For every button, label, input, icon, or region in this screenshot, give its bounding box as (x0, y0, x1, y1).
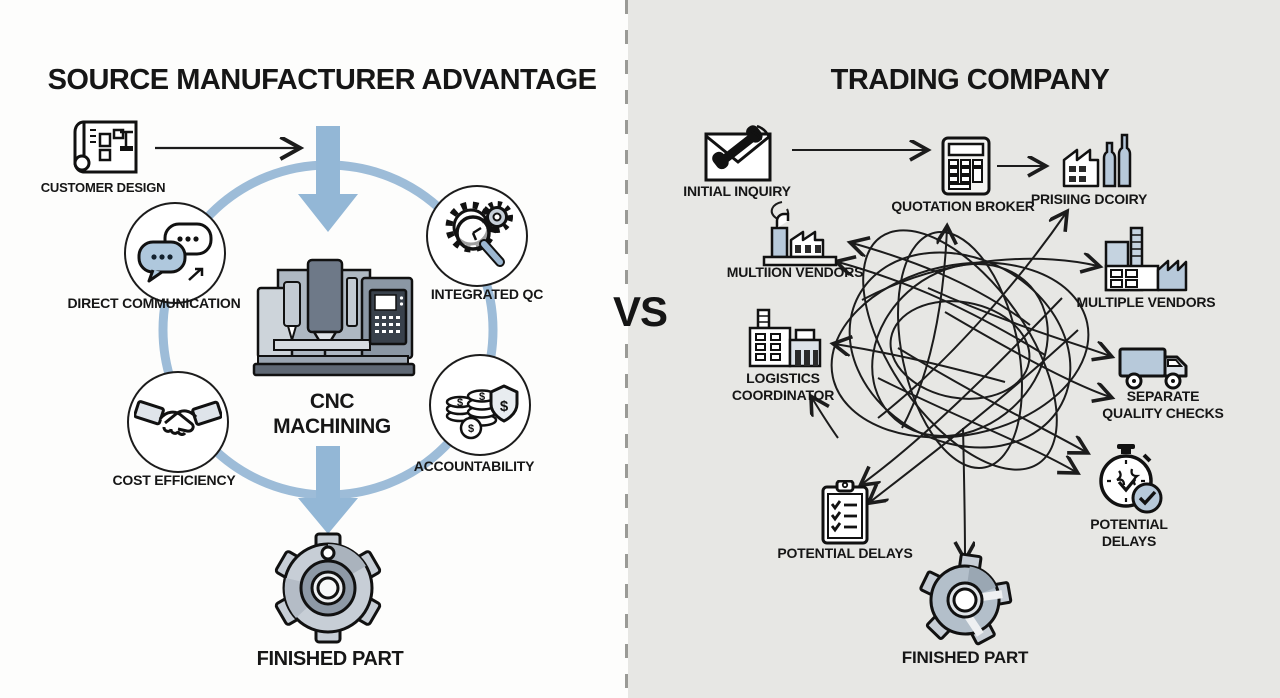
divider-dashed-bottom (625, 344, 628, 698)
quotation-broker-label: QUOTATION BROKER (891, 198, 1035, 214)
machined-part-icon (917, 552, 1013, 648)
factory-large-icon (1100, 224, 1188, 294)
cnc-machine-illustration (244, 252, 429, 382)
potential-delays-right-label: POTENTIAL DELAYS (1090, 516, 1168, 549)
finished-part-right-label: FINISHED PART (901, 648, 1029, 667)
cost-efficiency-label: COST EFFICIENCY (112, 472, 236, 488)
right-title: TRADING COMPANY (830, 64, 1110, 96)
logistics-coordinator-label: LOGISTICS COORDINATOR (731, 370, 835, 403)
svg-text:$: $ (457, 397, 463, 409)
customer-design-label: CUSTOMER DESIGN (40, 180, 166, 195)
separate-quality-checks-label: SEPARATE QUALITY CHECKS (1102, 388, 1224, 421)
factory-chimney-icon (760, 212, 840, 270)
accountability-node: $ $ $ $ (429, 354, 531, 456)
phone-envelope-icon (700, 122, 776, 184)
integrated-qc-label: INTEGRATED QC (430, 286, 544, 302)
left-title: SOURCE MANUFACTURER ADVANTAGE (47, 64, 597, 96)
svg-text:$: $ (500, 398, 509, 415)
chat-bubbles-icon (137, 222, 213, 283)
calculator-icon (940, 135, 992, 197)
handshake-icon (134, 400, 222, 436)
direct-communication-label: DIRECT COMMUNICATION (67, 295, 241, 311)
factory-bottles-icon (1058, 128, 1136, 190)
finished-part-left-label: FINISHED PART (256, 648, 404, 670)
potential-delays-left-label: POTENTIAL DELAYS (777, 545, 913, 561)
stopwatch-check-icon (1095, 443, 1169, 515)
divider-dashed-top (625, 0, 628, 286)
truck-icon (1117, 343, 1191, 391)
machined-gear-icon (268, 528, 388, 648)
svg-text:$: $ (468, 423, 474, 435)
output-down-arrow (298, 446, 358, 534)
gears-magnifier-icon (445, 201, 513, 267)
prisiing-dcoiry-label: PRISIING DCOIRY (1030, 191, 1148, 207)
cnc-machining-label: CNC MACHINING (273, 390, 391, 438)
clipboard-icon (818, 480, 872, 546)
integrated-qc-node (426, 185, 528, 287)
initial-inquiry-label: INITIAL INQUIRY (683, 183, 791, 199)
blueprint-icon (70, 116, 142, 178)
left-flow-graphics (155, 126, 498, 534)
accountability-label: ACCOUNTABILITY (413, 458, 535, 474)
cost-efficiency-node (127, 371, 229, 473)
multiion-vendors-label: MULTIION VENDORS (726, 264, 864, 280)
direct-communication-node (124, 202, 226, 304)
input-down-arrow (298, 126, 358, 232)
svg-text:$: $ (479, 391, 485, 403)
vs-label: VS (612, 288, 668, 335)
warehouse-icon (744, 308, 826, 370)
multiple-vendors-label: MULTIPLE VENDORS (1076, 294, 1216, 310)
coins-shield-icon: $ $ $ $ (445, 384, 519, 440)
